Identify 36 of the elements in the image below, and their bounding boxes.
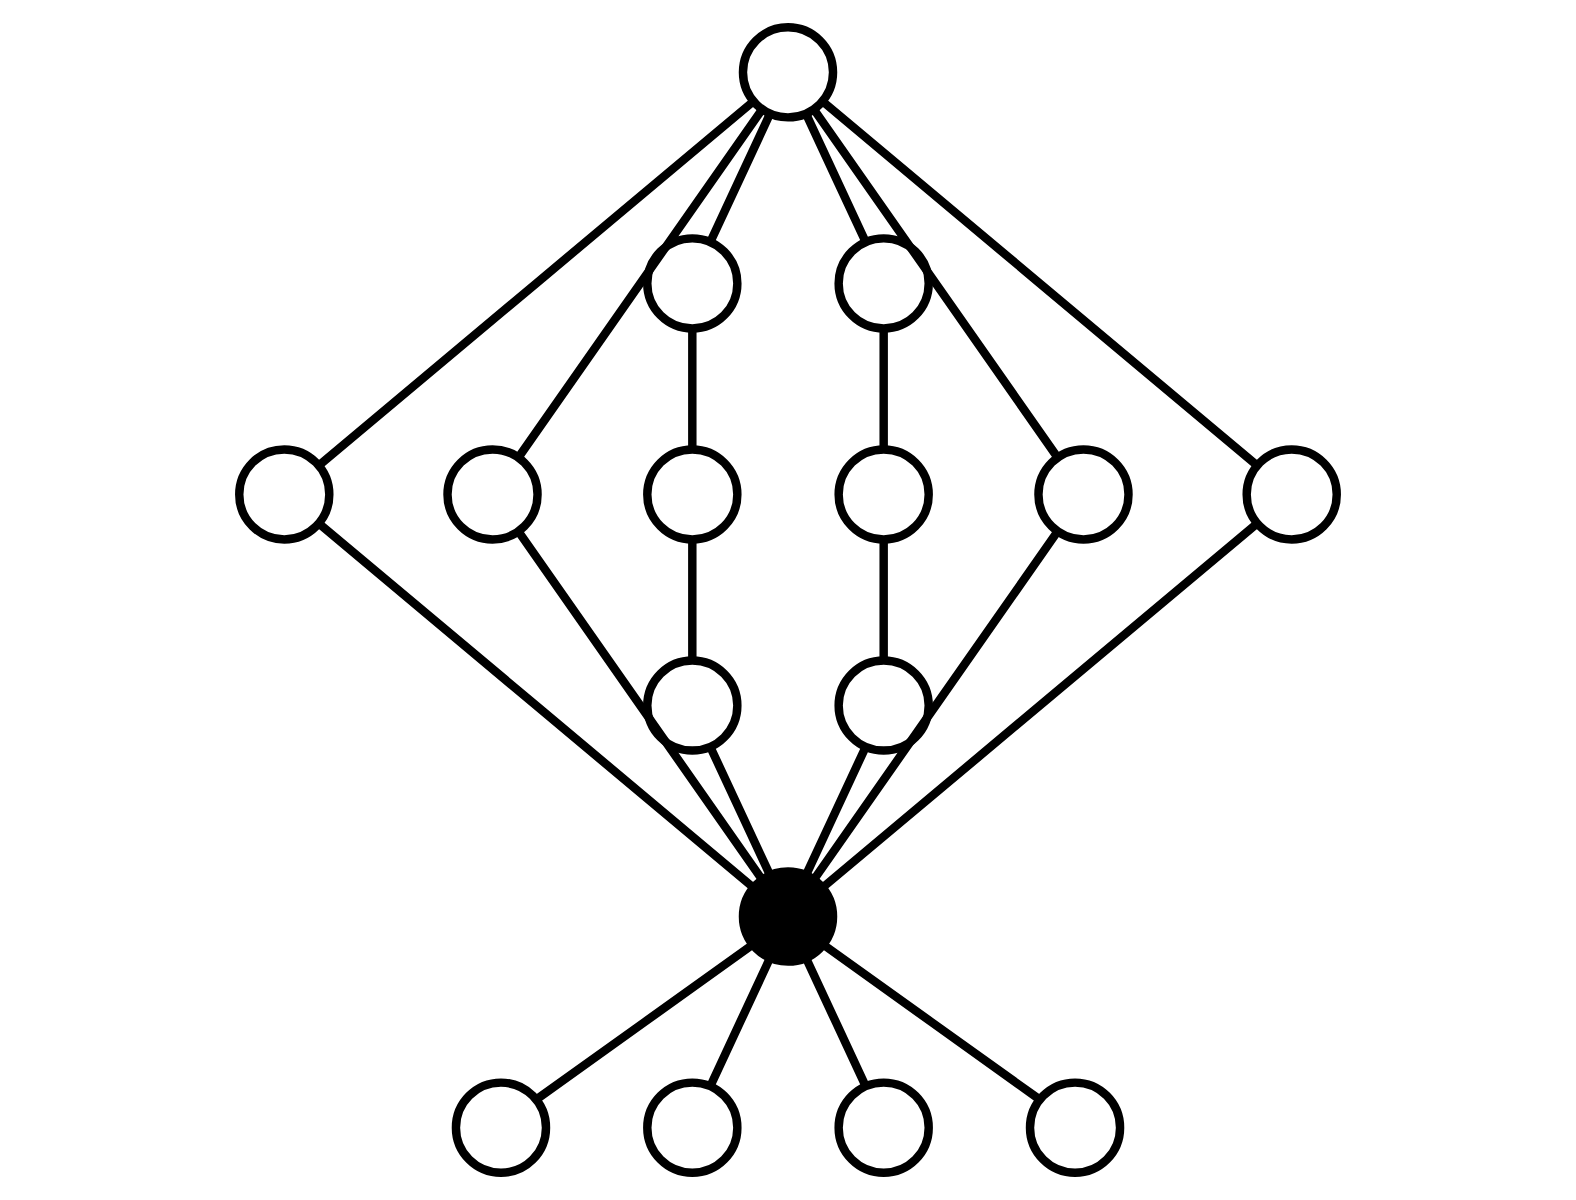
connector	[707, 112, 774, 243]
node-circle	[834, 1078, 933, 1177]
connector	[820, 520, 1260, 891]
node-circle	[643, 234, 742, 333]
connector	[706, 745, 774, 876]
node-circle	[1025, 1078, 1125, 1177]
node-circle	[443, 445, 542, 544]
connector	[515, 107, 766, 459]
node-circle	[451, 1078, 551, 1177]
connector	[802, 112, 869, 243]
node-circle	[834, 656, 933, 755]
node-circle	[643, 445, 742, 544]
connector	[515, 529, 765, 881]
connector	[534, 942, 755, 1103]
connector	[802, 956, 869, 1087]
node-circle	[834, 234, 933, 333]
connector	[879, 539, 888, 661]
node-circle	[643, 656, 742, 755]
connector	[707, 956, 774, 1087]
connector	[811, 529, 1061, 881]
connector	[819, 98, 1260, 469]
node-circle	[1034, 445, 1133, 544]
connector	[879, 328, 888, 450]
node-circle	[643, 1078, 742, 1177]
node-circle	[1242, 445, 1341, 544]
connector	[316, 520, 756, 891]
connector	[810, 107, 1061, 459]
connector	[802, 745, 870, 876]
connector	[688, 539, 697, 661]
connector	[316, 98, 757, 469]
connector	[688, 328, 697, 450]
node-circle	[738, 867, 838, 966]
node-circle	[834, 445, 933, 544]
node-circle	[738, 23, 838, 122]
node-circle	[235, 445, 334, 544]
connector	[821, 942, 1042, 1103]
